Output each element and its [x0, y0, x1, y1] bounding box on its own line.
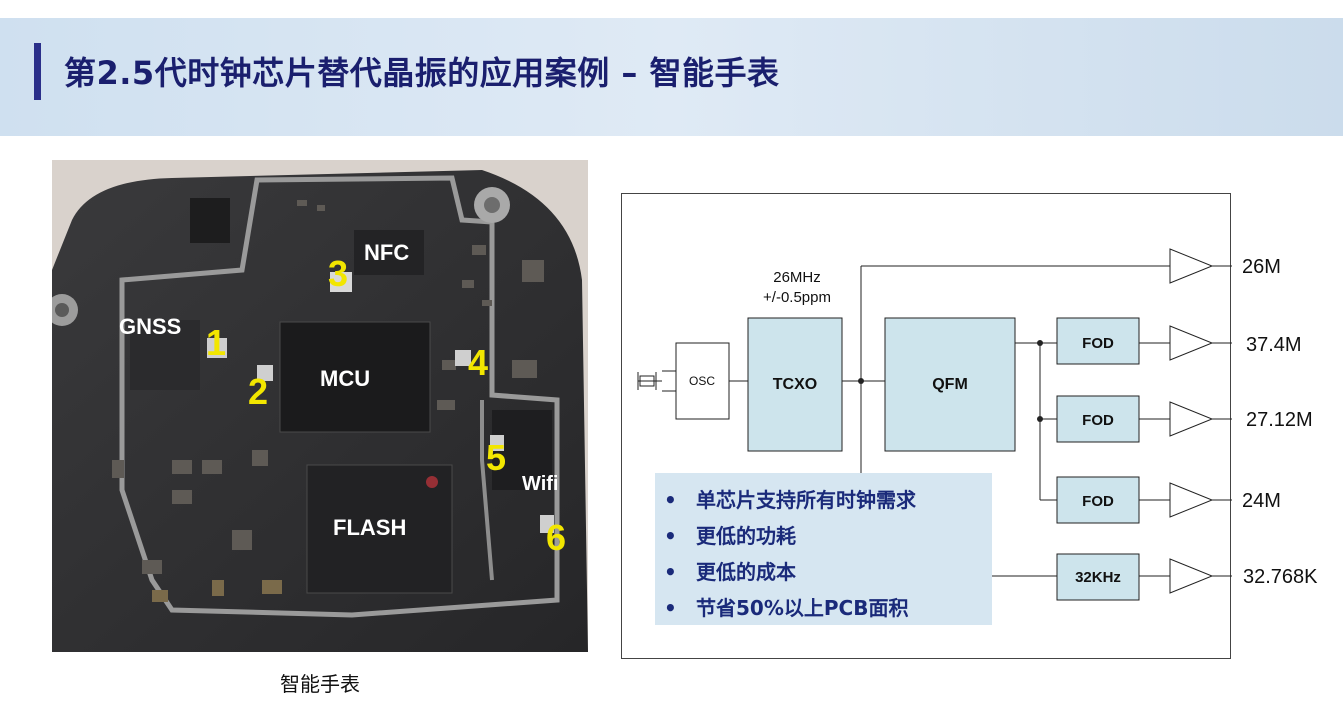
marker-3: 3	[328, 253, 348, 294]
benefit-item: •更低的功耗	[664, 524, 796, 548]
mcu-label: MCU	[320, 366, 370, 391]
fod-3-label: FOD	[1082, 493, 1114, 510]
marker-1: 1	[206, 322, 226, 363]
tcxo-stability: +/-0.5ppm	[763, 289, 831, 306]
benefit-item: •更低的成本	[664, 560, 796, 584]
output-24m: 24M	[1242, 490, 1281, 512]
wifi-label: Wifi	[522, 473, 558, 495]
tcxo-label: TCXO	[773, 376, 817, 393]
flash-label: FLASH	[333, 515, 406, 540]
photo-caption: 智能手表	[280, 672, 360, 696]
khz-label: 32KHz	[1075, 569, 1121, 586]
output-27-12m: 27.12M	[1246, 409, 1313, 431]
output-32-768k: 32.768K	[1243, 566, 1318, 588]
osc-label: OSC	[689, 374, 715, 388]
qfm-label: QFM	[932, 376, 968, 393]
title-accent-bar	[34, 43, 41, 100]
smartwatch-pcb-photo: NFC GNSS MCU FLASH Wifi 1 2 3 4 5 6	[52, 160, 588, 652]
nfc-label: NFC	[364, 240, 409, 265]
marker-2: 2	[248, 371, 268, 412]
output-37-4m: 37.4M	[1246, 334, 1302, 356]
title-banner: 第2.5代时钟芯片替代晶振的应用案例 – 智能手表	[0, 18, 1343, 136]
gnss-label: GNSS	[119, 314, 181, 339]
fod-1-label: FOD	[1082, 335, 1114, 352]
marker-6: 6	[546, 517, 566, 558]
tcxo-freq: 26MHz	[773, 269, 821, 286]
marker-5: 5	[486, 437, 506, 478]
benefits-list: •单芯片支持所有时钟需求 •更低的功耗 •更低的成本 •节省50%以上PCB面积	[664, 482, 984, 626]
benefit-item: •单芯片支持所有时钟需求	[664, 488, 916, 512]
marker-4: 4	[468, 342, 488, 383]
clock-block-diagram: OSC TCXO 26MHz +/-0.5ppm QFM FOD FOD FOD…	[621, 193, 1232, 659]
benefit-item: •节省50%以上PCB面积	[664, 596, 909, 620]
fod-2-label: FOD	[1082, 412, 1114, 429]
output-26m: 26M	[1242, 256, 1281, 278]
page-title: 第2.5代时钟芯片替代晶振的应用案例 – 智能手表	[64, 54, 780, 92]
